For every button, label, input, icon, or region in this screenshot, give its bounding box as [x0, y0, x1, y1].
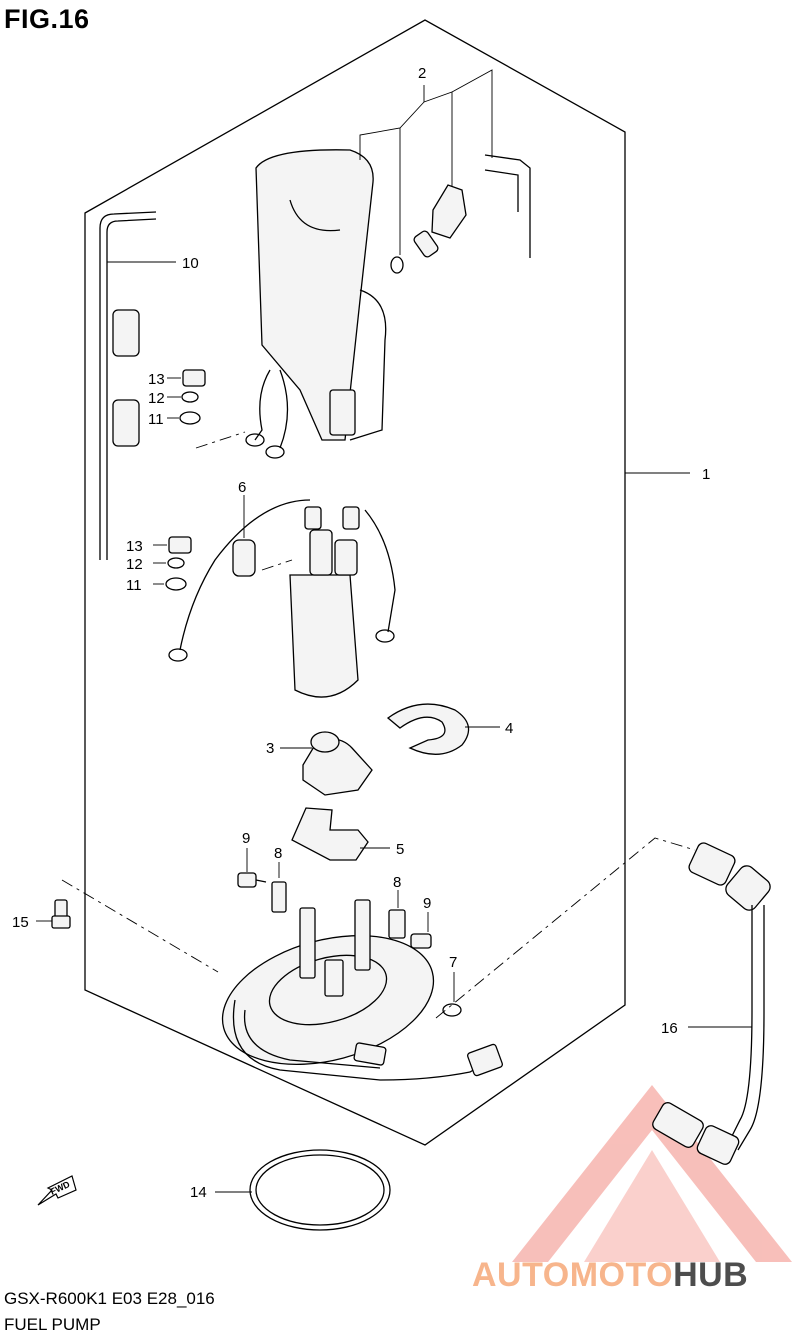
callout-3: 3 — [266, 740, 274, 757]
callout-14: 14 — [190, 1184, 207, 1201]
pump-holder — [386, 703, 500, 755]
callout-5: 5 — [396, 841, 404, 858]
watermark-brand: AUTOMOTOHUB — [472, 1256, 748, 1295]
fuel-hose — [435, 837, 771, 1165]
pump-cushion — [280, 731, 373, 796]
mounting-bolt — [36, 879, 219, 973]
pump-bracket — [291, 807, 390, 861]
callout-10: 10 — [182, 255, 199, 272]
callout-6: 6 — [238, 479, 246, 496]
callout-4: 4 — [505, 720, 513, 737]
watermark-brand-part2: HUB — [673, 1256, 749, 1294]
oring-large — [215, 1149, 391, 1231]
pressure-regulator — [359, 69, 531, 274]
callout-9a: 9 — [242, 830, 250, 847]
model-code: GSX-R600K1 E03 E28_016 — [4, 1289, 215, 1308]
callout-11a: 11 — [148, 411, 164, 428]
upper-wiring — [167, 369, 289, 459]
fwd-arrow-icon: FWD — [37, 1175, 77, 1206]
oring-small — [442, 972, 462, 1017]
callout-7: 7 — [449, 954, 457, 971]
callout-9b: 9 — [423, 895, 431, 912]
callout-8a: 8 — [274, 845, 282, 862]
callout-12a: 12 — [148, 390, 165, 407]
callout-1: 1 — [702, 466, 710, 483]
watermark-brand-part1: AUTOMOTO — [472, 1256, 674, 1294]
fuel-filter-case — [255, 149, 387, 441]
callout-13b: 13 — [126, 538, 143, 555]
fuel-pump-motor — [153, 495, 396, 698]
bracket-hardware — [237, 848, 432, 949]
watermark-logo — [512, 1085, 792, 1262]
assembly-boundary — [84, 19, 626, 1146]
callout-15: 15 — [12, 914, 29, 931]
callout-12b: 12 — [126, 556, 143, 573]
figure-title: FIG.16 — [4, 4, 90, 34]
callout-11b: 11 — [126, 577, 142, 594]
callout-8b: 8 — [393, 874, 401, 891]
callout-16: 16 — [661, 1020, 678, 1037]
figure-description: FUEL PUMP — [4, 1315, 101, 1334]
pump-base-plate — [221, 899, 504, 1081]
callout-2: 2 — [418, 65, 426, 82]
breather-hose — [99, 211, 176, 560]
callout-13a: 13 — [148, 371, 165, 388]
